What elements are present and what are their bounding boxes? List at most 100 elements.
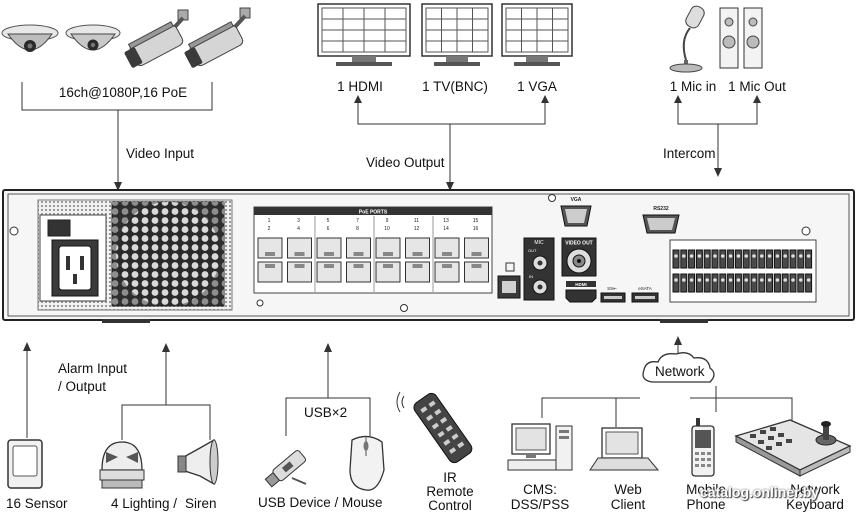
terminal-screw bbox=[791, 278, 795, 282]
terminal-screw bbox=[783, 278, 787, 282]
fan-grille bbox=[111, 201, 225, 307]
network-label: Network bbox=[655, 364, 705, 379]
port-number-bottom: 2 bbox=[268, 226, 271, 232]
tv-monitor-icon bbox=[421, 3, 493, 66]
port-number-bottom: 16 bbox=[473, 226, 479, 232]
mouse-icon bbox=[349, 435, 385, 491]
poe-port-jack bbox=[405, 237, 430, 259]
alarm-terminal bbox=[680, 249, 688, 269]
port-number-top: 7 bbox=[356, 218, 359, 224]
poe-port-jack bbox=[287, 237, 312, 259]
poe-port-latch bbox=[412, 252, 423, 256]
cms-computer-icon bbox=[507, 423, 573, 471]
alarm-terminal bbox=[758, 273, 766, 293]
alarm-terminal bbox=[672, 249, 680, 269]
poe-port-jack bbox=[375, 237, 401, 259]
alarm-terminal bbox=[789, 249, 797, 269]
vga-port: VGA bbox=[560, 197, 592, 227]
poe-port-jack bbox=[375, 261, 401, 283]
terminal-screw bbox=[783, 254, 787, 258]
poe-port-jack bbox=[405, 261, 430, 283]
alarm-terminal bbox=[695, 273, 703, 293]
alarm-terminal bbox=[750, 273, 758, 293]
terminal-screw bbox=[674, 278, 678, 282]
alarm-terminal bbox=[766, 273, 774, 293]
video-output-label: Video Output bbox=[366, 155, 445, 170]
terminal-screw bbox=[705, 254, 709, 258]
arrowheads bbox=[23, 95, 761, 352]
svg-text:OUT: OUT bbox=[528, 248, 537, 253]
port-number-bottom: 4 bbox=[297, 226, 300, 232]
poe-port-latch bbox=[442, 264, 452, 268]
poe-port-latch bbox=[324, 264, 334, 268]
alarm-terminal bbox=[750, 249, 758, 269]
terminal-screw bbox=[744, 254, 748, 258]
alarm-terminal bbox=[703, 273, 711, 293]
alarm-terminal bbox=[742, 249, 750, 269]
poe-port-jack bbox=[257, 237, 283, 259]
terminal-screw bbox=[767, 254, 772, 258]
alarm-io-label-line2: / Output bbox=[58, 379, 107, 394]
web-client-label-line2: Client bbox=[610, 497, 646, 512]
ir-remote-label-line1: IR bbox=[443, 470, 457, 485]
usb-device-label: USB Device / Mouse bbox=[258, 495, 383, 510]
poe-port-latch bbox=[471, 252, 482, 256]
alarm-terminal bbox=[734, 249, 742, 269]
alarm-terminal bbox=[781, 273, 789, 293]
port-number-bottom: 12 bbox=[414, 226, 420, 232]
terminal-screw bbox=[760, 278, 764, 282]
terminal-screw bbox=[744, 278, 748, 282]
network-keyboard-label-line2: Keyboard bbox=[786, 497, 844, 512]
poe-port-latch bbox=[353, 264, 364, 268]
bullet-camera-icon bbox=[124, 9, 189, 68]
network-cloud-icon bbox=[642, 352, 715, 383]
rs232-port: RS232 bbox=[642, 206, 680, 234]
poe-port-latch bbox=[265, 264, 275, 268]
ir-remote-icon bbox=[396, 391, 473, 464]
terminal-screw bbox=[728, 278, 733, 282]
alarm-terminal bbox=[781, 249, 789, 269]
alarm-terminal bbox=[766, 249, 774, 269]
terminal-screw bbox=[728, 254, 733, 258]
alarm-terminal-block bbox=[669, 239, 817, 303]
terminal-screw bbox=[775, 254, 780, 258]
terminal-screw bbox=[721, 254, 725, 258]
port-number-bottom: 6 bbox=[327, 226, 330, 232]
poe-port-latch bbox=[353, 252, 364, 256]
alarm-terminal bbox=[805, 273, 813, 293]
usb-stick-icon bbox=[264, 450, 307, 488]
terminal-screw bbox=[760, 254, 764, 258]
svg-text:VIDEO OUT: VIDEO OUT bbox=[565, 241, 593, 247]
port-number-top: 15 bbox=[473, 218, 479, 224]
terminal-screw bbox=[674, 254, 678, 258]
svg-text:PoE PORTS: PoE PORTS bbox=[359, 210, 388, 216]
poe-port-jack bbox=[464, 237, 489, 259]
siren-icon bbox=[177, 438, 219, 486]
hdmi-port: HDMI bbox=[565, 281, 597, 303]
poe-port-latch bbox=[294, 252, 305, 256]
port-number-top: 9 bbox=[386, 218, 389, 224]
alarm-terminal bbox=[805, 249, 813, 269]
sensor-label: 16 Sensor bbox=[6, 496, 68, 511]
network-keyboard-icon bbox=[734, 419, 852, 477]
alarm-terminal bbox=[719, 273, 727, 293]
poe-port-latch bbox=[383, 252, 393, 256]
microphone-icon bbox=[669, 5, 705, 73]
video-out-bnc: VIDEO OUT bbox=[561, 237, 597, 277]
poe-port-jack bbox=[434, 261, 460, 283]
ir-remote-label-line2: Remote bbox=[426, 484, 474, 499]
alarm-terminal bbox=[719, 249, 727, 269]
alarm-terminal bbox=[773, 273, 781, 293]
poe-port-latch bbox=[383, 264, 393, 268]
poe-port-latch bbox=[294, 264, 305, 268]
poe-port-latch bbox=[265, 252, 275, 256]
terminal-screw bbox=[736, 254, 741, 258]
mobile-phone-icon bbox=[691, 418, 715, 477]
terminal-screw bbox=[689, 254, 694, 258]
terminal-screw bbox=[697, 278, 702, 282]
watermark: catalog.onliner.by bbox=[700, 484, 820, 500]
hdmi-monitor-icon bbox=[317, 3, 411, 66]
alarm-terminal bbox=[695, 249, 703, 269]
